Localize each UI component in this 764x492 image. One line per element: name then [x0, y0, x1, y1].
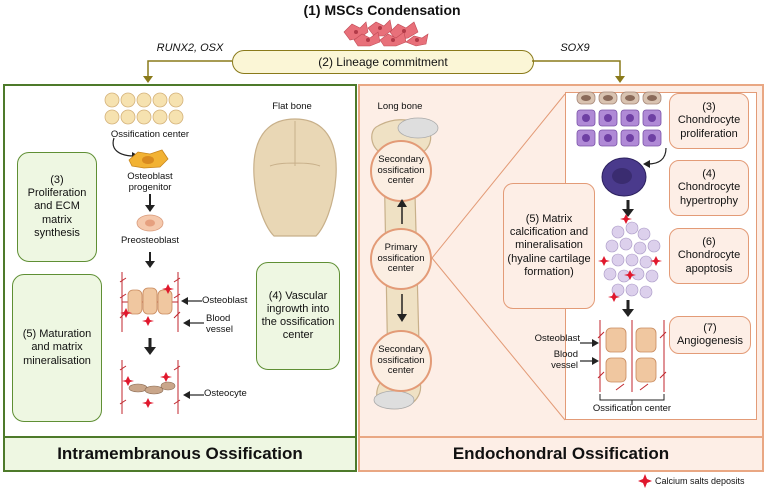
step3-chondrocyte-proliferation-box: (3) Chondrocyte proliferation [669, 93, 749, 149]
sox9-label: SOX9 [560, 42, 590, 54]
ossification-center-cells [104, 92, 184, 125]
step4-chondrocyte-hypertrophy-box: (4) Chondrocyte hypertrophy [669, 160, 749, 216]
arrow-to-osteoblast [145, 252, 155, 268]
hypertrophic-chondrocyte [601, 157, 647, 197]
secondary-center-bottom: Secondary ossification center [370, 330, 432, 392]
angio-osteoblast-label: Osteoblast [534, 333, 580, 344]
step5-matrix-calcification-box: (5) Matrix calcification and mineralisat… [503, 183, 595, 309]
diagram-title: (1) MSCs Condensation [303, 2, 461, 18]
osteocyte-pointer [183, 391, 204, 399]
intramembranous-footer: Intramembranous Ossification [3, 436, 357, 472]
blood-vessel-label: Blood vessel [206, 313, 233, 335]
angiogenesis-cluster [597, 320, 667, 392]
arrow-to-apoptosis [622, 200, 634, 217]
osteoblast-vessel-cluster [119, 272, 181, 332]
bone-arrows [397, 199, 407, 322]
osteoblast-pointer [181, 297, 202, 305]
step6-chondrocyte-apoptosis-box: (6) Chondrocyte apoptosis [669, 228, 749, 284]
step4-vascular-box: (4) Vascular ingrowth into the ossificat… [256, 262, 340, 370]
osteoblast-progenitor-label: Osteoblast progenitor [127, 171, 173, 193]
flat-bone-icon [253, 118, 337, 237]
secondary-center-top: Secondary ossification center [370, 140, 432, 202]
osteocyte-cluster [119, 360, 181, 414]
ossification-center-label: Ossification center [110, 129, 190, 140]
arrow-to-osteocyte [144, 338, 156, 355]
apoptotic-cluster [598, 214, 662, 302]
runx2-osx-label: RUNX2, OSX [156, 42, 224, 54]
calcium-salts-legend: Calcium salts deposits [655, 476, 745, 486]
preosteoblast-cell [136, 214, 164, 232]
osteocyte-label: Osteocyte [204, 388, 247, 399]
proliferating-chondrocytes [576, 91, 662, 147]
angio-osteoblast-pointer [580, 339, 599, 347]
right-ossification-center-label: Ossification center [592, 403, 672, 414]
calcium-salts-icon [638, 474, 652, 488]
step7-angiogenesis-box: (7) Angiogenesis [669, 316, 751, 354]
arrow-to-angiogenesis [622, 300, 634, 317]
angio-blood-vessel-label: Blood vessel [551, 349, 578, 371]
step5-maturation-box: (5) Maturation and matrix mineralisation [12, 274, 102, 422]
endochondral-footer: Endochondral Ossification [358, 436, 764, 472]
blood-vessel-pointer [183, 319, 204, 327]
ossification-center-bracket [599, 394, 665, 405]
lineage-arrows [143, 60, 625, 83]
flat-bone-label: Flat bone [272, 101, 312, 112]
hypertrophy-arrow [643, 147, 667, 168]
arrow-to-preosteoblast [145, 194, 155, 212]
primary-center: Primary ossification center [370, 228, 432, 290]
angio-vessel-pointer [580, 357, 599, 365]
osteoblast-label: Osteoblast [202, 295, 248, 306]
osteoblast-progenitor-cell [128, 149, 169, 169]
preosteoblast-label: Preosteoblast [120, 235, 180, 246]
long-bone-label: Long bone [377, 101, 423, 112]
lineage-commitment-box: (2) Lineage commitment [232, 50, 534, 74]
step3-proliferation-box: (3) Proliferation and ECM matrix synthes… [17, 152, 97, 262]
msc-cells [343, 19, 429, 47]
